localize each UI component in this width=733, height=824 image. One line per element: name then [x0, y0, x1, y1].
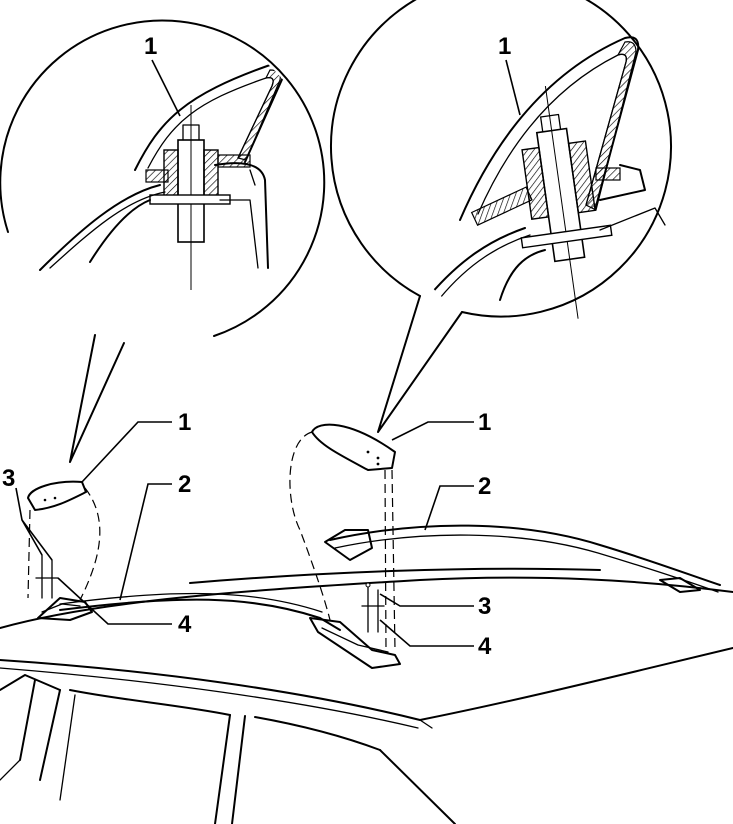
left-end-cover	[27, 480, 87, 511]
callout-labels: 1 1 1 2 3 4 1 2 3 4	[2, 33, 511, 660]
detail-left-callout-pointer	[69, 334, 125, 463]
label-detail-left-part-1: 1	[144, 33, 157, 60]
detail-circle-left	[0, 19, 326, 463]
right-rail-assembly	[289, 423, 721, 651]
detail-left-section-drawing	[39, 63, 286, 290]
label-left-rail-part-2: 2	[178, 471, 191, 498]
label-right-screw-part-3: 3	[478, 593, 491, 620]
label-left-base-part-4: 4	[178, 611, 192, 638]
detail-right-callout-pointer	[377, 295, 463, 433]
label-detail-right-part-1: 1	[498, 33, 511, 60]
leader-lines	[15, 59, 521, 647]
label-left-cover-part-1: 1	[178, 409, 191, 436]
detail-circle-right	[329, 0, 672, 433]
car-roof-body	[0, 567, 733, 824]
right-end-cover	[311, 423, 396, 471]
right-rear-rail-end	[324, 529, 373, 561]
left-rail-assembly	[27, 480, 401, 669]
detail-circle-left-outline	[0, 19, 326, 337]
detail-circle-right-outline	[329, 0, 672, 318]
label-right-base-part-4: 4	[478, 633, 492, 660]
label-left-screws-part-3: 3	[2, 465, 15, 492]
detail-right-section-drawing	[429, 36, 666, 319]
label-right-rail-part-2: 2	[478, 473, 491, 500]
label-right-cover-part-1: 1	[478, 409, 491, 436]
right-rail	[329, 524, 721, 586]
right-front-rail-base	[309, 617, 401, 669]
